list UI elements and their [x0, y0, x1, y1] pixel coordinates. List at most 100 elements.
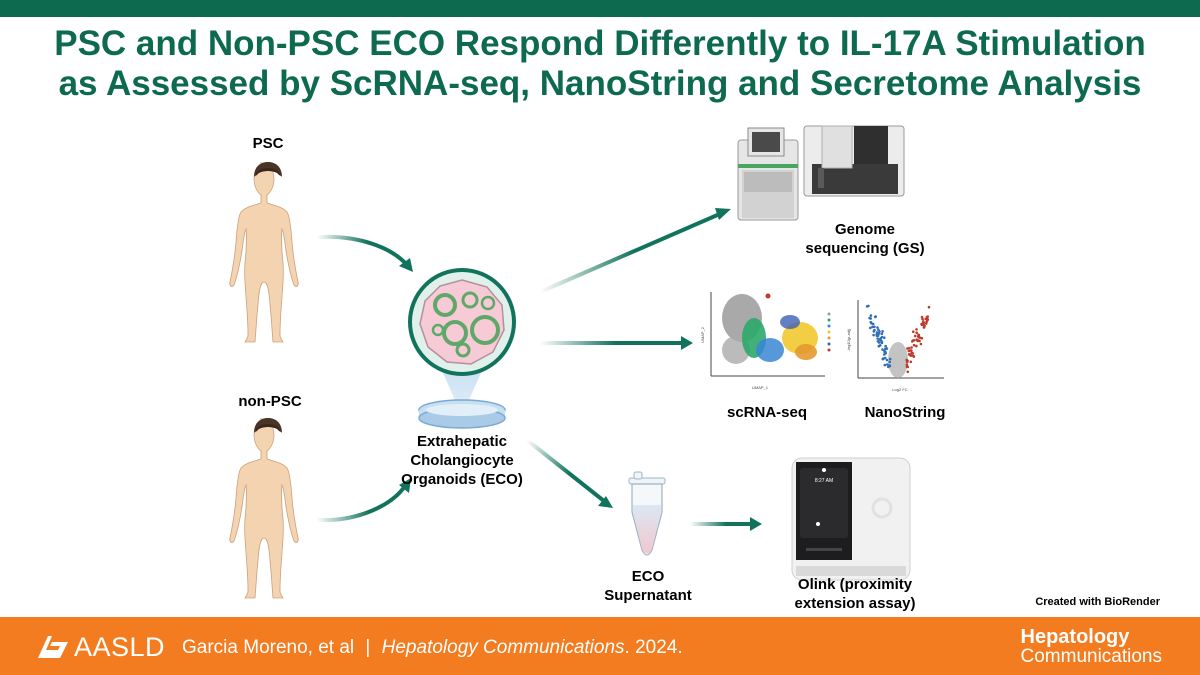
volcano-point [915, 344, 918, 348]
volcano-point [878, 330, 881, 333]
volcano-point [882, 353, 886, 356]
volcano-point [869, 314, 873, 317]
olink-label-line-2: extension assay) [794, 595, 916, 612]
volcano-point [879, 344, 882, 347]
volcano-point [915, 331, 918, 335]
genome-sequencer-illustration [737, 125, 905, 221]
volcano-point [906, 370, 910, 374]
volcano-point [879, 339, 883, 342]
genome-sequencing-label: Genome sequencing (GS) [800, 220, 930, 258]
arrow-eco-to-supernatant [525, 438, 613, 508]
volcano-point [911, 340, 914, 343]
volcano-point [917, 333, 921, 337]
volcano-point [909, 360, 913, 364]
volcano-point [911, 352, 914, 355]
umap-x-label: UMAP_1 [752, 385, 769, 390]
eco-label-line-1: Extrahepatic [416, 433, 508, 450]
gs-label-line-1: Genome [834, 221, 895, 238]
volcano-point [912, 355, 916, 358]
volcano-point [921, 320, 925, 323]
volcano-point [873, 325, 876, 329]
hep-logo-line-1: Hepatology [1020, 626, 1130, 648]
volcano-point [884, 347, 887, 351]
arrow-psc-to-eco [316, 234, 413, 272]
olink-instrument-illustration: 8:27 AM [791, 457, 911, 581]
citation: Garcia Moreno, et al | Hepatology Commun… [182, 637, 683, 659]
organoid-illustration [408, 268, 516, 429]
umap-plot: UMAP_1 UMAP_2 [700, 292, 831, 390]
footer-bar [0, 617, 1200, 675]
volcano-point [875, 333, 878, 336]
volcano-point [873, 315, 877, 319]
eco-label-line-3: Organoids (ECO) [401, 471, 523, 488]
volcano-point [879, 337, 882, 340]
volcano-point [908, 353, 911, 357]
volcano-point [877, 332, 881, 335]
psc-label: PSC [252, 135, 284, 152]
volcano-point [880, 332, 884, 336]
volcano-point [925, 320, 928, 324]
title-line-2: as Assessed by ScRNA-seq, NanoString and… [58, 64, 1142, 103]
hep-logo-line-2: Communications [1020, 646, 1163, 667]
volcano-point [872, 333, 875, 337]
volcano-point [920, 315, 924, 319]
top-bar [0, 0, 1200, 17]
volcano-point [869, 320, 873, 324]
aasld-logo-text: AASLD [74, 631, 166, 662]
eco-label-line-2: Cholangiocyte [410, 452, 514, 469]
volcano-point [881, 348, 884, 351]
volcano-plot: Log2 FC -log10(p-adj) [846, 300, 944, 392]
volcano-point [925, 316, 929, 319]
volcano-point [869, 326, 872, 330]
volcano-point [885, 358, 889, 362]
olink-label: Olink (proximity extension assay) [780, 575, 930, 613]
non-psc-label: non-PSC [238, 393, 302, 410]
gs-label-line-2: sequencing (GS) [805, 240, 925, 257]
volcano-point [888, 357, 892, 361]
volcano-point [912, 343, 916, 347]
arrow-nonpsc-to-eco [316, 478, 411, 523]
volcano-point [912, 330, 915, 334]
arrow-eco-to-gs [539, 208, 731, 294]
olink-label-line-1: Olink (proximity [797, 576, 913, 593]
volcano-point [871, 322, 875, 326]
volcano-point [871, 325, 874, 329]
volcano-point [875, 331, 879, 334]
volcano-point [909, 349, 913, 352]
slide-title: PSC and Non-PSC ECO Respond Differently … [0, 24, 1200, 104]
volcano-point [867, 304, 870, 308]
umap-y-label: UMAP_2 [700, 326, 705, 343]
volcano-point [910, 346, 913, 349]
volcano-point [921, 317, 924, 321]
volcano-point [888, 360, 891, 364]
olink-screen-time: 8:27 AM [815, 478, 833, 484]
scrna-seq-label: scRNA-seq [726, 404, 808, 421]
eco-label: Extrahepatic Cholangiocyte Organoids (EC… [392, 432, 532, 489]
volcano-point [876, 337, 879, 340]
volcano-point [881, 330, 884, 333]
hepatology-communications-logo: Hepatology Communications [1021, 627, 1163, 667]
volcano-x-label: Log2 FC [892, 387, 907, 392]
volcano-point [920, 337, 924, 340]
citation-authors: Garcia Moreno, et al [182, 637, 355, 658]
aasld-logo-icon [38, 636, 68, 658]
volcano-point [884, 344, 887, 348]
volcano-point [905, 363, 909, 367]
volcano-point [915, 338, 919, 342]
volcano-point [886, 363, 889, 366]
volcano-point [872, 330, 876, 333]
psc-patient-figure [229, 161, 299, 343]
title-line-1: PSC and Non-PSC ECO Respond Differently … [54, 24, 1146, 63]
volcano-point [906, 359, 909, 363]
volcano-point [927, 305, 931, 309]
citation-year: . 2024. [624, 637, 683, 658]
volcano-point [883, 336, 886, 340]
volcano-point [881, 357, 885, 361]
volcano-point [915, 328, 918, 331]
volcano-point [888, 364, 892, 368]
volcano-point [919, 342, 923, 346]
volcano-point [912, 339, 916, 342]
volcano-point [869, 317, 872, 320]
